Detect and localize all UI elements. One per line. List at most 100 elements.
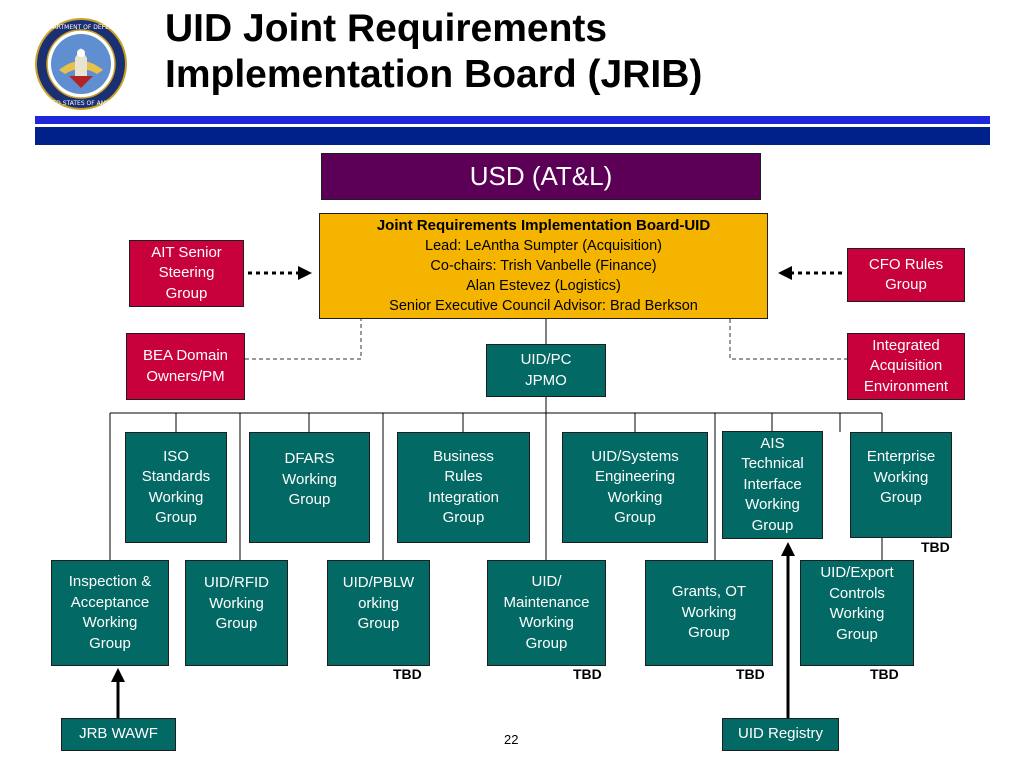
se-line-3: Working — [607, 488, 663, 506]
ais-line-5: Group — [751, 516, 794, 534]
uid-rfid-working-group-box: UID/RFID Working Group — [185, 560, 288, 666]
page-number: 22 — [504, 732, 519, 747]
grants-line-3: Group — [688, 624, 730, 642]
dfars-line-2: Working — [282, 470, 337, 488]
exp-line-1: UID/Export — [820, 564, 894, 581]
ais-line-4: Working — [745, 496, 800, 514]
tbd-enterprise: TBD — [921, 539, 950, 555]
uid-pc-jpmo-box: UID/PC JPMO — [486, 344, 606, 397]
cfo-line-1: CFO Rules — [868, 255, 944, 273]
svg-text:DEPARTMENT OF DEFENSE: DEPARTMENT OF DEFENSE — [41, 24, 121, 31]
bri-line-1: Business — [433, 447, 494, 465]
dod-seal-icon: DEPARTMENT OF DEFENSE UNITED STATES OF A… — [35, 18, 127, 110]
grants-line-2: Working — [681, 603, 737, 621]
mx-line-3: Working — [519, 614, 574, 631]
uid-export-controls-working-group-box: UID/Export Controls Working Group — [800, 560, 914, 666]
usd-atl-label: USD (AT&L) — [469, 161, 613, 192]
iae-line-1: Integrated — [872, 336, 940, 354]
ais-line-1: AIS — [760, 434, 785, 452]
tbd-maintenance: TBD — [573, 666, 602, 682]
se-line-2: Engineering — [594, 468, 676, 485]
title-line-2: Implementation Board (JRIB) — [165, 53, 703, 96]
ent-line-1: Enterprise — [866, 448, 936, 465]
cfo-line-2: Group — [885, 276, 927, 293]
title-line-1: UID Joint Requirements — [165, 7, 608, 50]
ia-line-1: Inspection & — [68, 573, 152, 590]
bri-line-4: Group — [442, 509, 485, 526]
ait-line-3: Group — [165, 284, 208, 302]
jrib-lead: Lead: LeAntha Sumpter (Acquisition) — [425, 238, 662, 254]
uid-pblw-working-group-box: UID/PBLW orking Group — [327, 560, 430, 666]
pmo-line-1: UID/PC — [520, 351, 572, 368]
uid-maintenance-working-group-box: UID/ Maintenance Working Group — [487, 560, 606, 666]
dfars-working-group-box: DFARS Working Group — [249, 432, 370, 543]
tbd-export-controls: TBD — [870, 666, 899, 682]
rfid-line-2: Working — [209, 594, 264, 612]
jrb-wawf-box: JRB WAWF — [61, 718, 176, 751]
pblw-line-3: Group — [357, 615, 400, 632]
business-rules-integration-group-box: Business Rules Integration Group — [397, 432, 530, 543]
tbd-pblw: TBD — [393, 666, 422, 682]
uid-registry-box: UID Registry — [722, 718, 839, 751]
ait-senior-steering-group-box: AIT Senior Steering Group — [129, 240, 244, 307]
iso-line-3: Working — [148, 488, 204, 506]
ent-line-2: Working — [873, 468, 929, 486]
rfid-line-3: Group — [215, 615, 258, 632]
usd-atl-box: USD (AT&L) — [321, 153, 761, 200]
exp-line-3: Working — [829, 605, 885, 622]
se-line-1: UID/Systems — [591, 447, 679, 465]
title-rule-blue — [35, 116, 990, 124]
exp-line-4: Group — [836, 625, 878, 643]
enterprise-working-group-box: Enterprise Working Group — [850, 432, 952, 538]
ent-line-3: Group — [880, 489, 922, 506]
ia-line-4: Group — [89, 634, 131, 652]
ais-line-2: Technical — [741, 455, 804, 473]
integrated-acquisition-environment-box: Integrated Acquisition Environment — [847, 333, 965, 400]
pblw-line-1: UID/PBLW — [342, 574, 415, 591]
exp-line-2: Controls — [829, 584, 885, 602]
jrib-cochairs: Co-chairs: Trish Vanbelle (Finance) — [430, 258, 657, 274]
jrb-wawf-label: JRB WAWF — [79, 725, 158, 743]
bri-line-3: Integration — [428, 488, 499, 506]
dfars-line-3: Group — [288, 491, 331, 508]
ais-line-3: Interface — [743, 475, 802, 493]
iso-line-1: ISO — [163, 447, 189, 465]
iso-standards-working-group-box: ISO Standards Working Group — [125, 432, 227, 543]
jrib-advisor: Senior Executive Council Advisor: Brad B… — [389, 298, 698, 314]
ait-line-2: Steering — [158, 264, 215, 282]
page-title: UID Joint Requirements Implementation Bo… — [165, 6, 702, 98]
bri-line-2: Rules — [444, 468, 483, 485]
iae-line-2: Acquisition — [869, 357, 943, 375]
jrib-box: Joint Requirements Implementation Board-… — [319, 213, 768, 319]
title-rule-navy — [35, 127, 990, 145]
iso-line-4: Group — [155, 509, 197, 526]
mx-line-1: UID/ — [531, 573, 562, 590]
cfo-rules-group-box: CFO Rules Group — [847, 248, 965, 302]
uid-systems-engineering-working-group-box: UID/Systems Engineering Working Group — [562, 432, 708, 543]
inspection-acceptance-working-group-box: Inspection & Acceptance Working Group — [51, 560, 169, 666]
ia-line-3: Working — [82, 614, 138, 631]
tbd-grants: TBD — [736, 666, 765, 682]
ais-technical-interface-working-group-box: AIS Technical Interface Working Group — [722, 431, 823, 539]
svg-text:UNITED STATES OF AMERICA: UNITED STATES OF AMERICA — [38, 100, 125, 107]
uid-registry-label: UID Registry — [737, 725, 823, 743]
jrib-header: Joint Requirements Implementation Board-… — [376, 217, 711, 234]
iae-line-3: Environment — [863, 377, 949, 395]
pblw-line-2: orking — [358, 594, 399, 612]
rfid-line-1: UID/RFID — [204, 574, 269, 591]
mx-line-4: Group — [525, 634, 568, 652]
iso-line-2: Standards — [141, 468, 211, 485]
jrib-cochair-2: Alan Estevez (Logistics) — [466, 278, 621, 294]
ait-line-1: AIT Senior — [151, 243, 222, 261]
bea-line-2: Owners/PM — [146, 367, 225, 385]
pmo-line-2: JPMO — [525, 371, 567, 389]
se-line-4: Group — [614, 509, 656, 526]
bea-line-1: BEA Domain — [142, 347, 229, 364]
bea-domain-owners-box: BEA Domain Owners/PM — [126, 333, 245, 400]
ia-line-2: Acceptance — [70, 593, 150, 611]
mx-line-2: Maintenance — [503, 593, 590, 611]
dfars-line-1: DFARS — [284, 450, 335, 467]
grants-line-1: Grants, OT — [671, 583, 747, 601]
grants-ot-working-group-box: Grants, OT Working Group — [645, 560, 773, 666]
